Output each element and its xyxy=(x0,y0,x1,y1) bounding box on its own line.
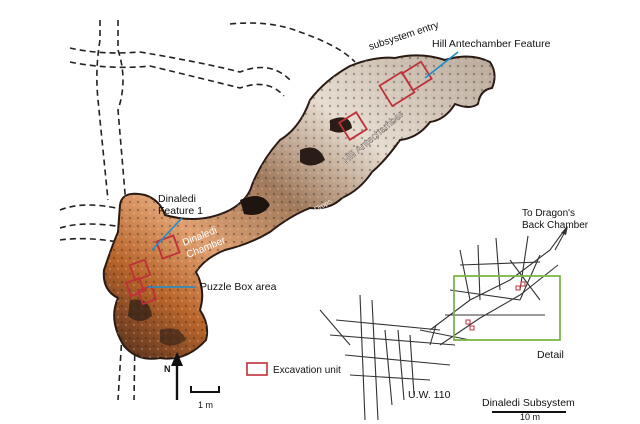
inset-excavation-unit xyxy=(465,319,471,325)
puzzle-box-label: Puzzle Box area xyxy=(200,281,277,293)
dinaledi-subsystem-label: Dinaledi Subsystem xyxy=(482,397,575,409)
detail-box xyxy=(453,275,561,341)
inset-subsystem-map xyxy=(319,227,567,421)
legend: Excavation unit xyxy=(246,362,341,376)
callout-lines xyxy=(148,51,459,288)
excavation-unit xyxy=(128,258,152,282)
north-label: N xyxy=(164,364,171,374)
legend-excavation-swatch xyxy=(246,362,268,376)
subsystem-entry-label: subsystem entry xyxy=(368,20,441,53)
inset-excavation-unit xyxy=(469,325,475,331)
legend-excavation-label: Excavation unit xyxy=(273,365,341,376)
inset-excavation-unit xyxy=(515,285,521,291)
dragons-back-label-line1: To Dragon's xyxy=(522,208,575,219)
excavation-units xyxy=(124,60,433,306)
dinaledi-feature-label-line2: Feature 1 xyxy=(158,205,203,217)
excavation-unit xyxy=(401,60,433,92)
inset-excavation-unit xyxy=(520,281,526,287)
inset-excavation-marks xyxy=(465,281,526,331)
uw110-label: U.W. 110 xyxy=(408,389,451,401)
scale-main-label: 1 m xyxy=(198,400,213,410)
dragons-back-label-line2: Back Chamber xyxy=(522,220,589,231)
excavation-unit xyxy=(124,276,146,298)
dashed-passages xyxy=(59,20,356,401)
hill-antechamber-feature-label: Hill Antechamber Feature xyxy=(432,38,551,50)
north-arrow: N xyxy=(164,352,183,400)
scale-bar-main: 1 m xyxy=(190,386,220,410)
dinaledi-cave-photo-map xyxy=(102,54,496,360)
dragons-back-arrow-head xyxy=(561,226,568,235)
scale-inset-label: 10 m xyxy=(520,412,540,422)
dinaledi-feature-label-line1: Dinaledi xyxy=(158,193,196,205)
detail-label: Detail xyxy=(537,349,564,361)
excavation-unit xyxy=(155,234,181,260)
scale-bar-inset: 10 m xyxy=(492,411,566,422)
excavation-unit xyxy=(337,110,369,142)
excavation-unit xyxy=(136,284,158,306)
